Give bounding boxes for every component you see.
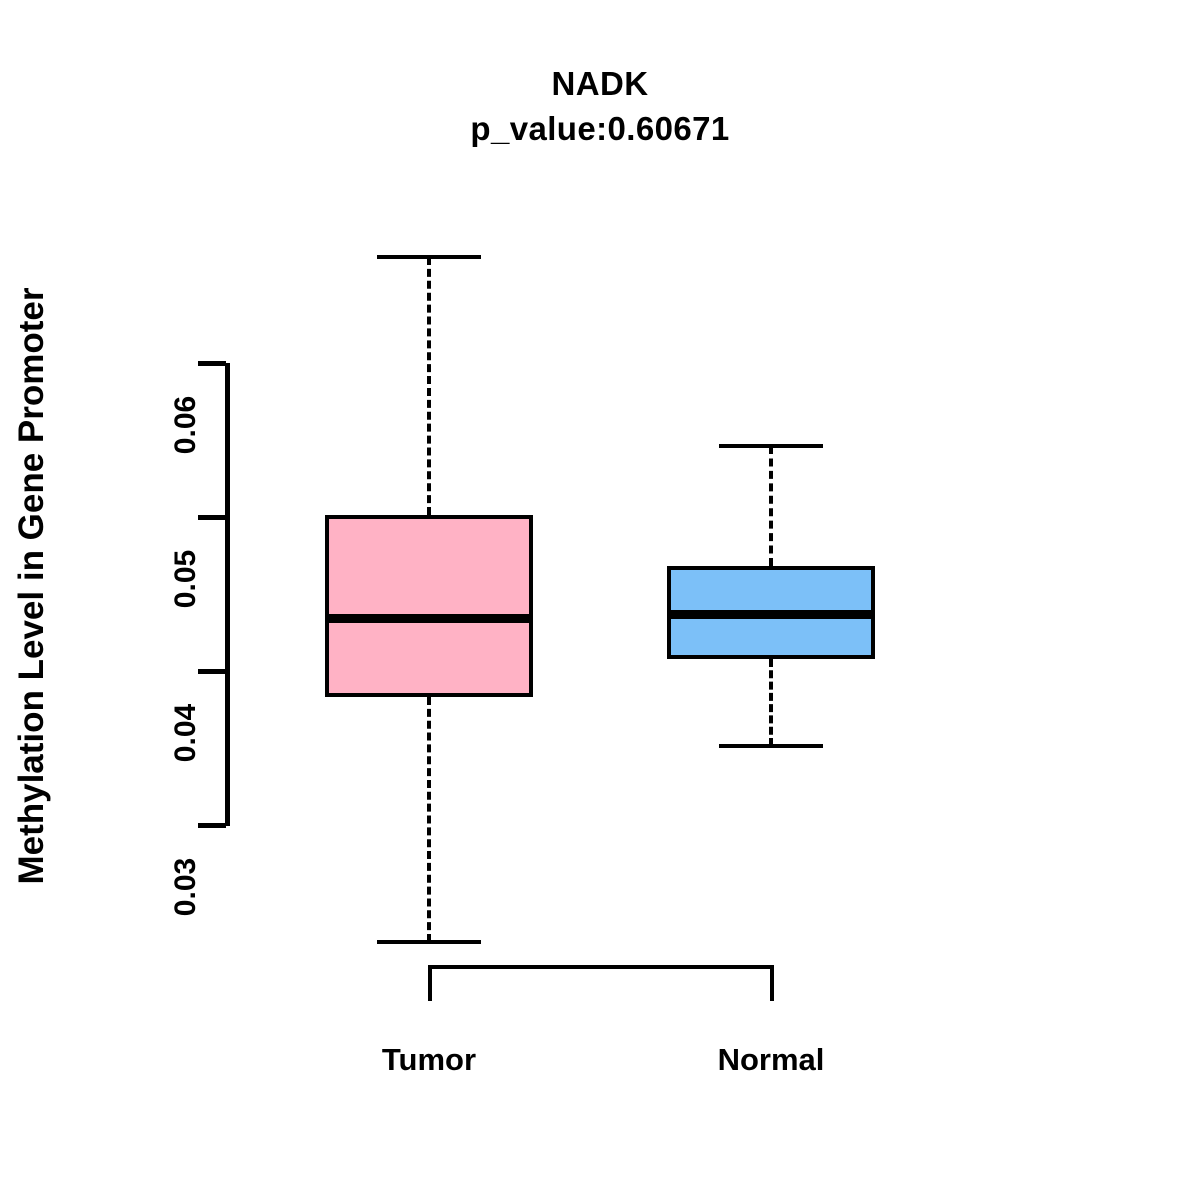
whisker-lower	[769, 658, 773, 747]
x-axis-label-normal: Normal	[717, 1042, 825, 1077]
x-axis-label-tumor: Tumor	[381, 1042, 477, 1077]
whisker-upper	[427, 256, 431, 516]
y-axis-tick-label: 0.05	[169, 549, 202, 609]
whisker-upper	[769, 446, 773, 567]
y-axis-tick-label: 0.03	[169, 857, 202, 917]
chart-subtitle-pvalue: p_value:0.60671	[470, 110, 730, 147]
whisker-lower	[427, 697, 431, 943]
y-axis-tick-label: 0.06	[169, 395, 202, 455]
x-axis-tick	[770, 965, 774, 1001]
y-axis-line	[225, 363, 230, 826]
whisker-cap-lower	[377, 940, 481, 945]
y-axis-title: Methylation Level in Gene Promoter	[12, 287, 51, 885]
median-line-tumor	[325, 614, 533, 624]
whisker-cap-upper	[377, 254, 481, 259]
y-axis-tick	[198, 361, 226, 366]
whisker-cap-lower	[719, 744, 823, 749]
y-axis-tick	[198, 823, 226, 828]
y-axis-tick-label: 0.04	[169, 703, 202, 763]
box-tumor	[325, 515, 533, 698]
x-axis-tick	[428, 965, 432, 1001]
median-line-normal	[667, 609, 875, 619]
chart-title-block: NADK p_value:0.60671	[0, 62, 1200, 152]
y-axis-tick	[198, 669, 226, 674]
whisker-cap-upper	[719, 444, 823, 449]
y-axis-tick	[198, 515, 226, 520]
chart-title: NADK	[551, 65, 649, 102]
x-axis-line	[428, 965, 774, 969]
